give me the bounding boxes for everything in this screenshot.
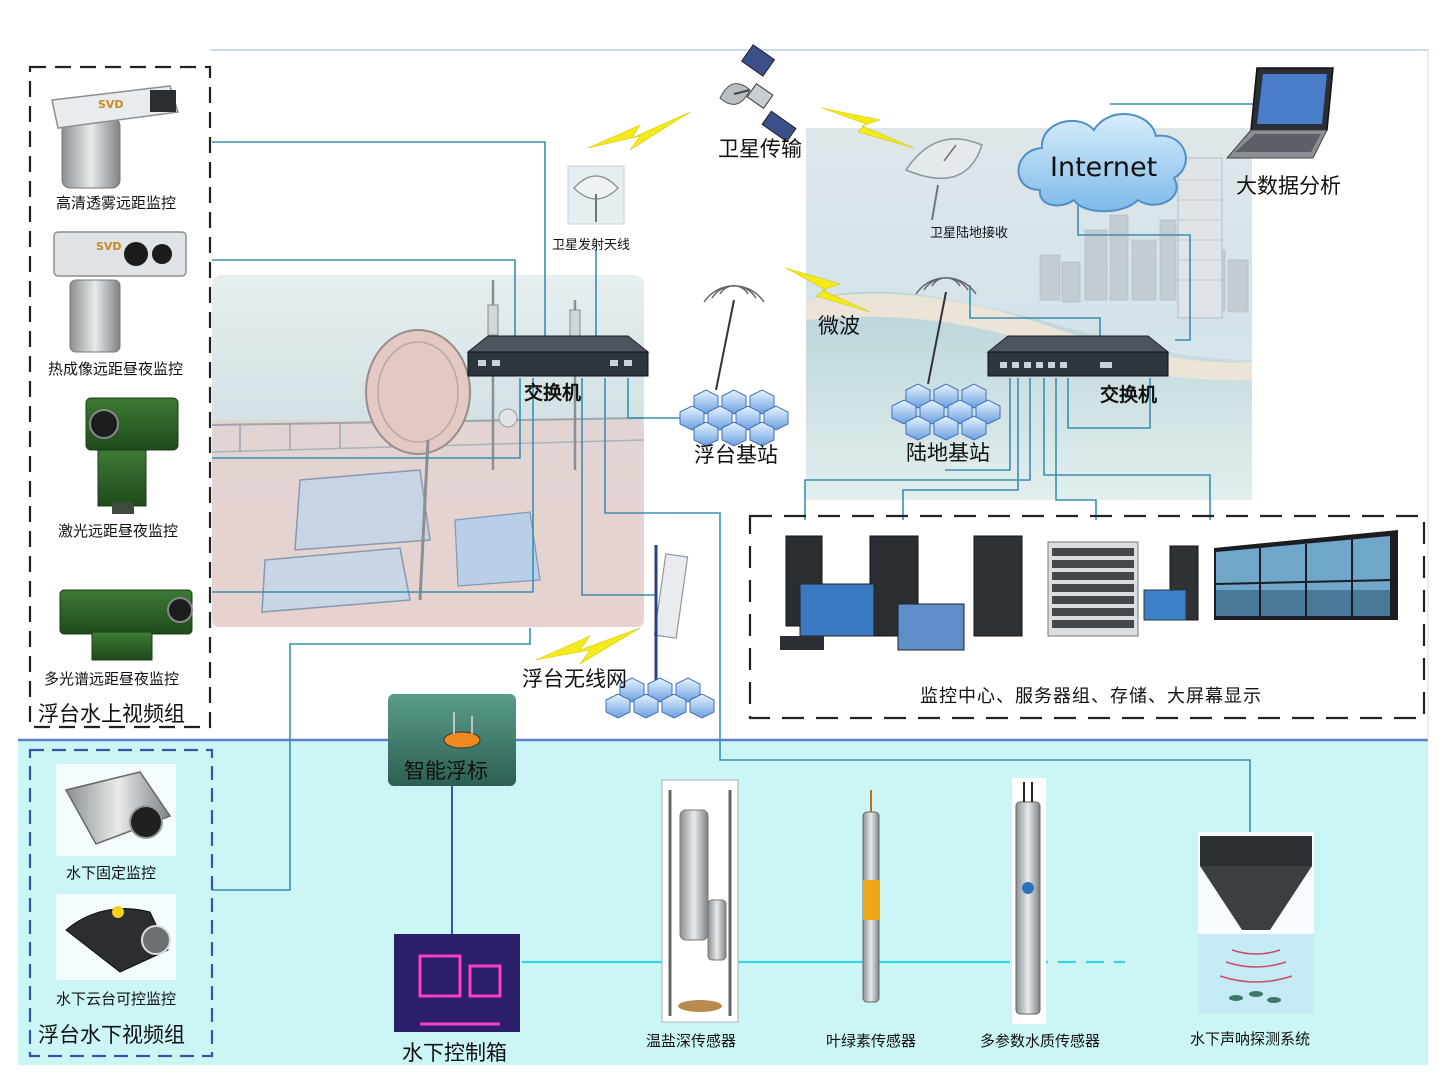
laser-camera-icon	[85, 397, 179, 514]
workstation-icon	[1143, 545, 1199, 621]
ground-dish-icon	[904, 138, 983, 221]
above-water-group-box	[28, 65, 212, 729]
satellite-dish-icon	[567, 165, 625, 225]
laptop-icon	[1225, 67, 1334, 159]
below-group-title: 浮台水下视频组	[38, 1023, 185, 1047]
above-item-1-label: 高清透雾远距监控	[56, 194, 176, 212]
wireless-ap-icon	[653, 545, 689, 680]
platform-wlan-label: 浮台无线网	[522, 667, 627, 691]
chlorophyll-sensor-icon	[862, 790, 880, 1003]
lightning-icon	[785, 267, 871, 313]
lightning-icon	[535, 627, 641, 665]
lightning-icon	[821, 107, 915, 149]
below-item-1-label: 水下固定监控	[66, 864, 156, 882]
control-center-box	[748, 514, 1426, 720]
satellite-transmission-label: 卫星传输	[718, 137, 802, 161]
wireless-links	[535, 107, 915, 665]
lightning-icon	[587, 111, 691, 151]
underwater-control-box-icon	[394, 934, 520, 1032]
sonar-icon	[1198, 832, 1314, 1014]
sonar-label: 水下声呐探测系统	[1190, 1030, 1310, 1048]
video-wall-icon	[1214, 530, 1398, 620]
multi-param-label: 多参数水质传感器	[980, 1032, 1100, 1050]
ctd-sensor-icon	[661, 779, 739, 1023]
above-item-2-label: 热成像远距昼夜监控	[48, 360, 183, 378]
multispectral-camera-icon	[59, 589, 193, 661]
internet-label: Internet	[1050, 152, 1157, 183]
microwave-label: 微波	[818, 314, 860, 338]
chlorophyll-label: 叶绿素传感器	[826, 1032, 916, 1050]
smart-buoy-label: 智能浮标	[404, 759, 488, 783]
platform-bs-label: 浮台基站	[694, 443, 778, 467]
smart-buoy-icon	[388, 694, 516, 786]
satellite-ground-rx-label: 卫星陆地接收	[930, 225, 1008, 241]
big-data-label: 大数据分析	[1236, 174, 1341, 198]
thermal-camera-icon: SVD	[53, 231, 187, 353]
underwater-ctrl-label: 水下控制箱	[402, 1041, 507, 1065]
above-item-3-label: 激光远距昼夜监控	[58, 522, 178, 540]
svg-text:SVD: SVD	[98, 98, 124, 111]
storage-rack-icon	[1047, 541, 1139, 637]
platform-hex-cluster	[679, 389, 789, 447]
switch-right-icon	[986, 335, 1170, 377]
platform-photo	[211, 275, 645, 627]
hd-fog-camera-icon: SVD	[51, 85, 179, 189]
below-item-2-label: 水下云台可控监控	[56, 990, 176, 1008]
underwater-group-box	[28, 748, 214, 1058]
switch-left-icon	[466, 335, 650, 377]
multi-param-sensor-icon	[1012, 778, 1046, 1024]
above-item-4-label: 多光谱远距昼夜监控	[44, 670, 179, 688]
underwater-fixed-camera-icon	[56, 764, 176, 856]
underwater-ptz-camera-icon	[56, 894, 176, 980]
land-tower-icon	[915, 277, 977, 385]
control-center-label: 监控中心、服务器组、存储、大屏幕显示	[920, 686, 1262, 707]
internet-cloud-icon	[1017, 113, 1187, 213]
satellite-icon	[719, 44, 797, 143]
above-group-title: 浮台水上视频组	[38, 702, 185, 726]
ctd-label: 温盐深传感器	[646, 1032, 736, 1050]
platform-tower-icon	[703, 285, 765, 391]
satellite-tx-antenna-label: 卫星发射天线	[552, 237, 630, 253]
monitor-icon	[780, 583, 965, 651]
switch-right-label: 交换机	[1100, 383, 1157, 406]
switch-left-label: 交换机	[524, 381, 581, 404]
land-bs-label: 陆地基站	[906, 441, 990, 465]
svg-text:SVD: SVD	[96, 240, 122, 253]
